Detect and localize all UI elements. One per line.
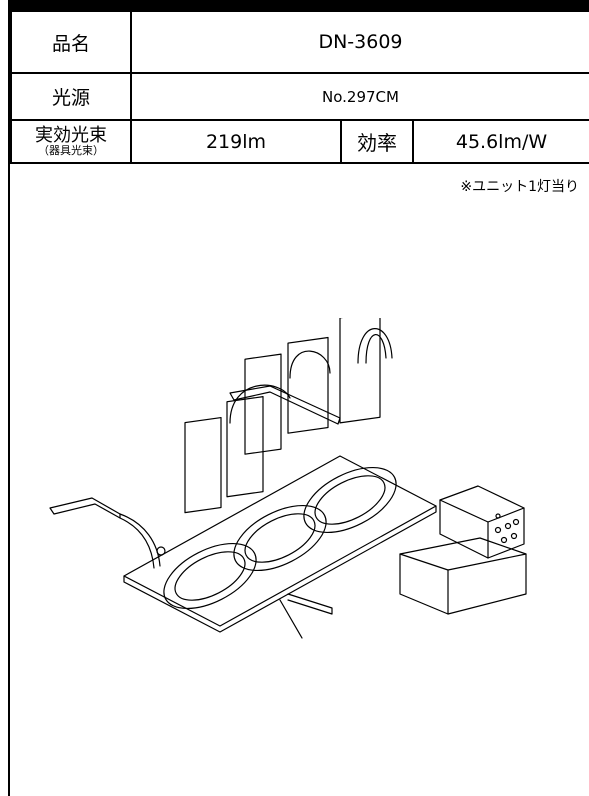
luminous-flux-value: 219lm (130, 119, 342, 164)
luminous-flux-label: 実効光束 (35, 125, 107, 146)
product-name-label: 品名 (10, 10, 132, 74)
spec-table: 品名 DN-3609 光源 No.297CM 実効光束 （器具光束） 219lm… (10, 10, 589, 164)
efficiency-value: 45.6lm/W (412, 119, 589, 164)
top-border (8, 0, 589, 10)
product-name-row: 品名 DN-3609 (10, 10, 589, 74)
light-source-row: 光源 No.297CM (10, 72, 589, 121)
efficiency-label: 効率 (340, 119, 414, 164)
unit-note: ※ユニット1灯当り (460, 179, 579, 195)
luminous-flux-label-cell: 実効光束 （器具光束） (10, 119, 132, 164)
luminous-flux-row: 実効光束 （器具光束） 219lm 効率 45.6lm/W (10, 119, 589, 164)
luminous-flux-sublabel: （器具光束） (38, 144, 104, 157)
left-border (8, 0, 10, 796)
light-source-label: 光源 (10, 72, 132, 121)
fixture-drawing-icon (49, 318, 527, 639)
light-source-value: No.297CM (130, 72, 589, 121)
product-name-value: DN-3609 (130, 10, 589, 74)
